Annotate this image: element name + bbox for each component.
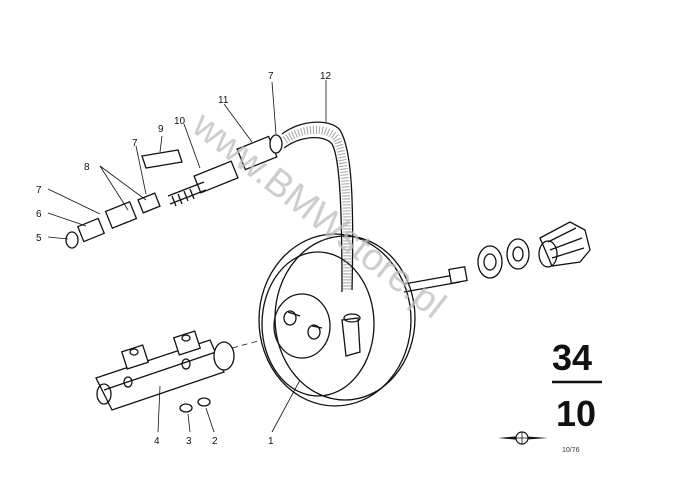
callout-4: 4 xyxy=(154,436,160,447)
section-group: 34 xyxy=(552,337,592,378)
section-number: 34 10 xyxy=(552,337,602,434)
section-number-value: 10 xyxy=(556,393,596,434)
vacuum-fittings xyxy=(65,134,283,249)
callout-6: 6 xyxy=(36,209,42,220)
callout-12: 12 xyxy=(320,71,332,82)
callout-3: 3 xyxy=(186,436,192,447)
callout-7-left: 7 xyxy=(36,185,42,196)
callout-2: 2 xyxy=(212,436,218,447)
corner-code: 10/76 xyxy=(562,447,580,454)
bmw-logo xyxy=(498,431,548,445)
callout-1: 1 xyxy=(268,436,274,447)
pushrod-boot-assembly xyxy=(477,221,591,279)
callout-11: 11 xyxy=(218,95,229,106)
brake-booster xyxy=(231,233,468,407)
callout-10: 10 xyxy=(174,116,186,127)
master-cylinder xyxy=(95,330,235,413)
callout-7-top: 7 xyxy=(268,71,274,82)
callout-5: 5 xyxy=(36,233,42,244)
callout-8: 8 xyxy=(84,162,90,173)
leader-lines xyxy=(47,80,327,433)
callout-9: 9 xyxy=(158,124,164,135)
vacuum-hose xyxy=(281,121,354,293)
callout-7-mid: 7 xyxy=(132,138,138,149)
callout-labels: 1 2 3 4 5 6 7 8 7 9 10 11 7 12 xyxy=(36,71,332,447)
